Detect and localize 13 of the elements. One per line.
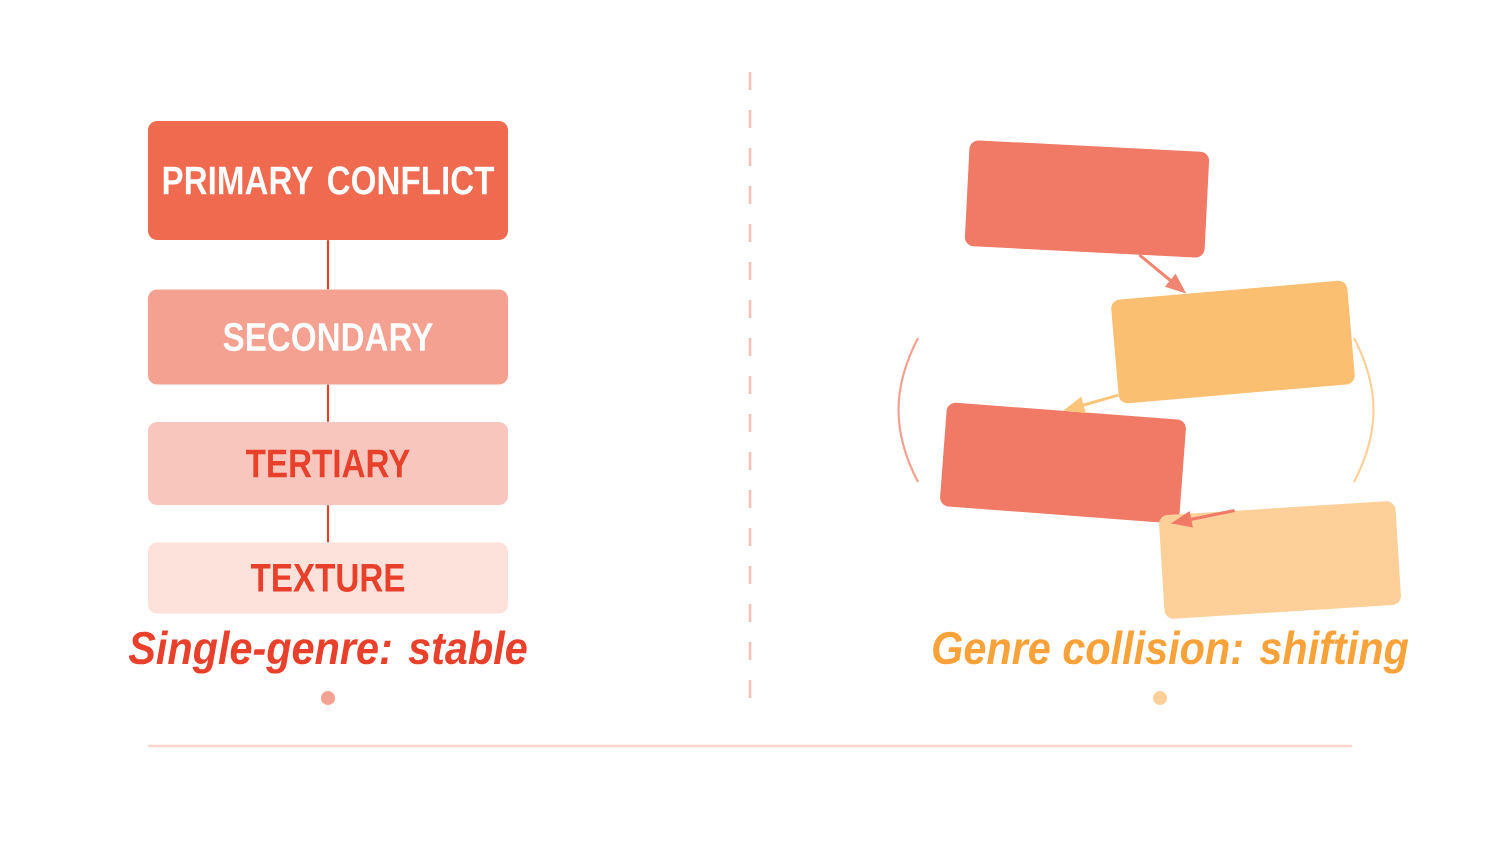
tier-box: PRIMARY CONFLICT bbox=[148, 121, 508, 240]
tier-box: TEXTURE bbox=[148, 542, 508, 614]
tier-box: TERTIARY bbox=[148, 422, 508, 505]
connector-line bbox=[326, 384, 330, 422]
tilted-box bbox=[964, 140, 1210, 258]
caption: Genre collision: shifting bbox=[933, 630, 1409, 674]
connector-line bbox=[326, 505, 330, 543]
tilted-box bbox=[1111, 280, 1355, 404]
tilted-box bbox=[1159, 501, 1401, 619]
connector-line bbox=[326, 240, 330, 290]
caption: Single-genre: stable bbox=[128, 630, 527, 674]
tilted-box bbox=[940, 402, 1186, 524]
tier-box: SECONDARY bbox=[148, 289, 508, 385]
